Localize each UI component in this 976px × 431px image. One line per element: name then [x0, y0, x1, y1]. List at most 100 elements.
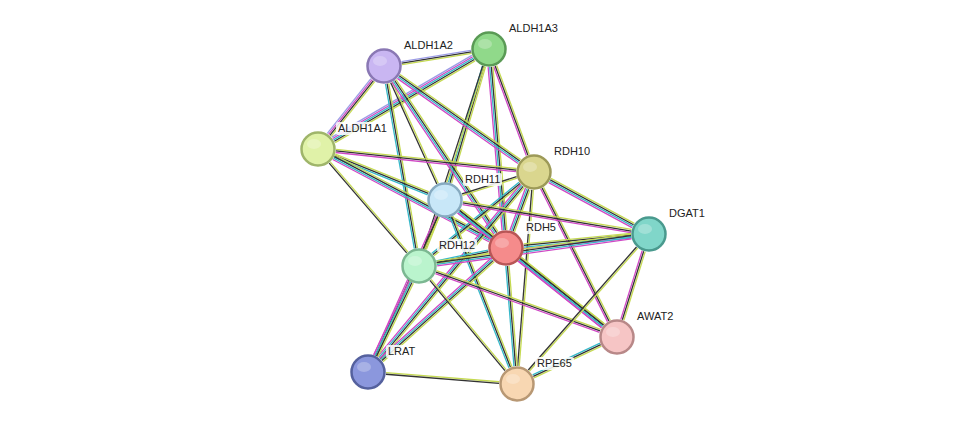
protein-node: DGAT1 — [631, 216, 667, 252]
evidence-line — [389, 83, 418, 248]
protein-node: ALDH1A2 — [366, 48, 402, 84]
node-highlight — [506, 374, 520, 384]
interaction-edge — [435, 271, 600, 333]
node-circle — [300, 131, 336, 167]
protein-node: RDH10 — [516, 154, 552, 190]
evidence-line — [437, 236, 631, 263]
interaction-edge — [436, 234, 631, 266]
evidence-line — [459, 212, 603, 327]
protein-node: RPE65 — [499, 366, 535, 402]
node-circle — [516, 154, 552, 190]
evidence-line — [386, 84, 415, 249]
evidence-line — [507, 266, 515, 366]
evidence-line — [432, 182, 519, 253]
node-label: ALDH1A3 — [507, 22, 560, 35]
node-circle — [350, 354, 386, 390]
protein-node: ALDH1A1 — [300, 131, 336, 167]
node-highlight — [638, 224, 652, 234]
evidence-line — [437, 239, 631, 266]
interaction-edge — [533, 343, 602, 378]
node-highlight — [373, 56, 387, 66]
evidence-line — [330, 162, 407, 252]
protein-node: RDH5 — [488, 230, 524, 266]
node-circle — [366, 48, 402, 84]
evidence-line — [399, 76, 520, 161]
evidence-line — [430, 280, 505, 370]
evidence-line — [431, 279, 506, 369]
node-disc — [429, 184, 462, 217]
interaction-edge — [329, 162, 408, 253]
node-label: RDH12 — [437, 239, 477, 252]
interaction-edge — [386, 83, 418, 248]
evidence-line — [436, 272, 600, 331]
node-highlight — [307, 139, 321, 149]
evidence-line — [544, 187, 611, 320]
node-disc — [518, 156, 551, 189]
node-disc — [302, 133, 335, 166]
node-disc — [403, 250, 436, 283]
evidence-line — [397, 78, 518, 163]
node-label: ALDH1A2 — [402, 39, 455, 52]
evidence-line — [386, 373, 499, 382]
evidence-line — [435, 274, 599, 333]
node-label: DGAT1 — [667, 207, 707, 220]
node-highlight — [495, 238, 509, 248]
evidence-line — [329, 163, 406, 253]
interaction-edge — [374, 216, 439, 356]
interaction-edge — [402, 50, 472, 64]
node-label: RDH10 — [552, 145, 592, 158]
evidence-line — [494, 66, 527, 155]
node-disc — [368, 50, 401, 83]
interaction-edge — [397, 74, 520, 163]
node-label: RDH5 — [524, 221, 558, 234]
node-label: AWAT2 — [635, 310, 675, 323]
node-disc — [473, 33, 506, 66]
interaction-edge — [430, 279, 506, 370]
evidence-line — [436, 234, 630, 261]
protein-node: RDH12 — [401, 248, 437, 284]
evidence-line — [495, 66, 528, 155]
evidence-line — [433, 183, 520, 254]
protein-node: RDH11 — [427, 182, 463, 218]
node-circle — [471, 31, 507, 67]
evidence-line — [396, 80, 498, 232]
evidence-line — [386, 374, 499, 383]
evidence-line — [437, 237, 631, 264]
evidence-line — [551, 178, 634, 223]
evidence-line — [374, 281, 409, 355]
evidence-line — [533, 345, 600, 377]
interaction-edge — [506, 266, 517, 366]
node-highlight — [434, 190, 448, 200]
node-label: ALDH1A1 — [336, 122, 389, 135]
node-disc — [501, 368, 534, 401]
evidence-line — [434, 185, 521, 256]
interaction-edge — [334, 154, 429, 195]
node-disc — [352, 356, 385, 389]
evidence-line — [506, 266, 514, 366]
node-highlight — [478, 39, 492, 49]
node-label: LRAT — [386, 345, 417, 358]
node-circle — [599, 319, 635, 355]
node-label: RDH11 — [463, 173, 502, 186]
node-highlight — [523, 162, 537, 172]
interaction-edge — [386, 373, 499, 384]
evidence-line — [497, 65, 530, 154]
interaction-edge — [549, 178, 635, 227]
node-disc — [490, 232, 523, 265]
evidence-line — [374, 216, 436, 355]
evidence-line — [534, 346, 601, 378]
node-label: RPE65 — [535, 357, 574, 370]
node-disc — [633, 218, 666, 251]
node-disc — [601, 321, 634, 354]
evidence-line — [400, 74, 521, 159]
node-circle — [401, 248, 437, 284]
node-circle — [631, 216, 667, 252]
protein-node: LRAT — [350, 354, 386, 390]
protein-node: ALDH1A3 — [471, 31, 507, 67]
node-highlight — [408, 256, 422, 266]
node-circle — [499, 366, 535, 402]
node-circle — [427, 182, 463, 218]
evidence-line — [335, 156, 429, 194]
protein-node: AWAT2 — [599, 319, 635, 355]
